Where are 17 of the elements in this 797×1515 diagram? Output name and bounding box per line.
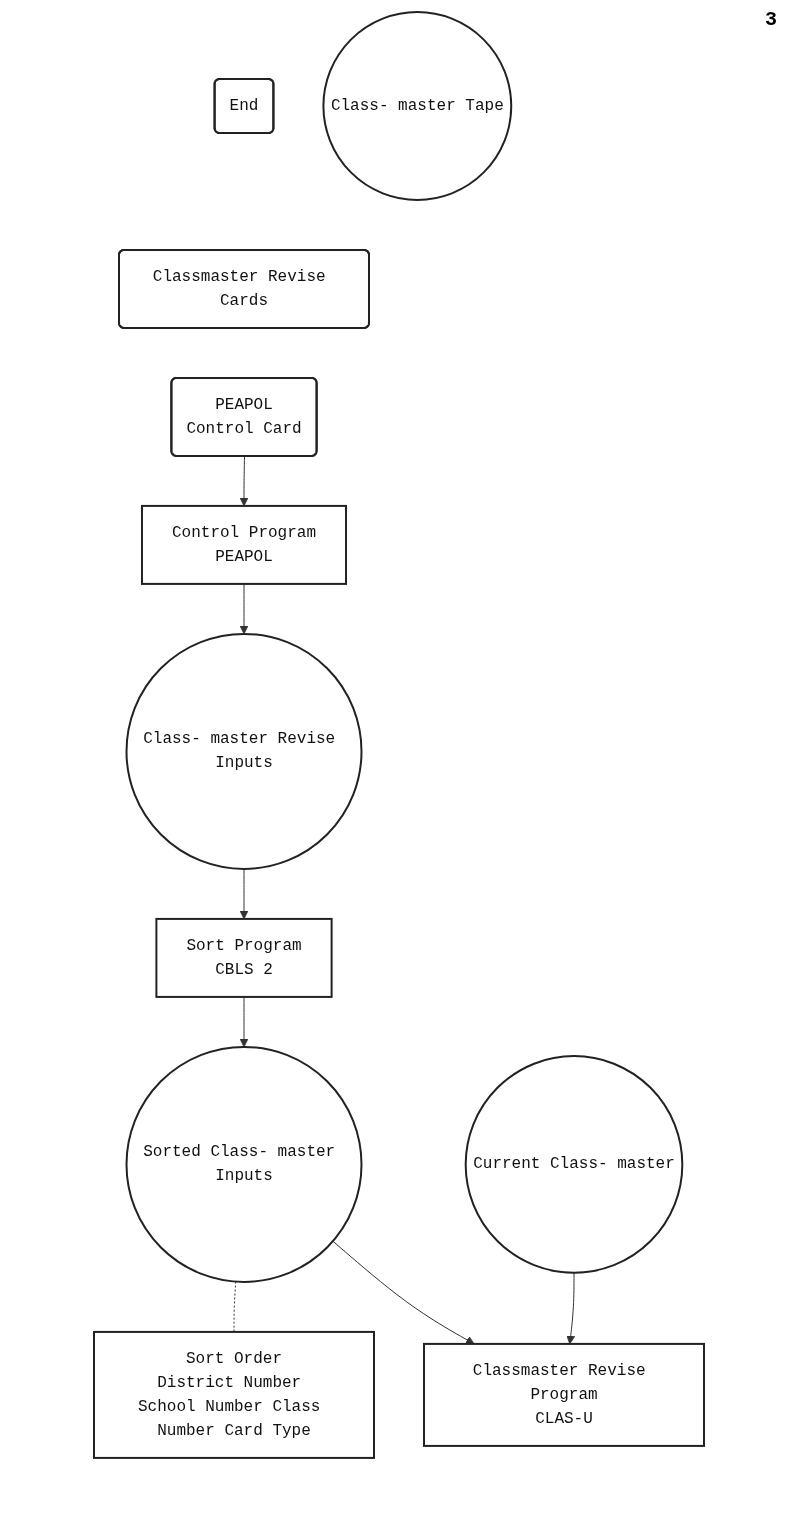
arrow [331, 1240, 475, 1345]
node-box: Control Program PEAPOL [140, 504, 347, 585]
arrow [239, 583, 248, 635]
node-circle: Sorted Class- master Inputs [125, 1045, 362, 1283]
arrow [239, 996, 248, 1048]
node-box: Sort Program CBLS 2 [154, 917, 333, 998]
node-circle: Class- master Revise Inputs [125, 632, 362, 870]
arrow [239, 868, 248, 920]
node-circle: Current Class- master [464, 1055, 683, 1274]
arrow [239, 455, 248, 507]
node-box: Sort Order District Number School Number Class Number Card Type [92, 1330, 375, 1459]
arrow [565, 1272, 575, 1345]
connector [233, 1281, 236, 1333]
node-circle: Class- master Tape [321, 11, 512, 201]
node-box: Classmaster Revise Program CLAS-U [422, 1342, 705, 1447]
page-number: 3 [765, 8, 777, 31]
node-text: Classmaster Revise Cards [152, 267, 326, 310]
